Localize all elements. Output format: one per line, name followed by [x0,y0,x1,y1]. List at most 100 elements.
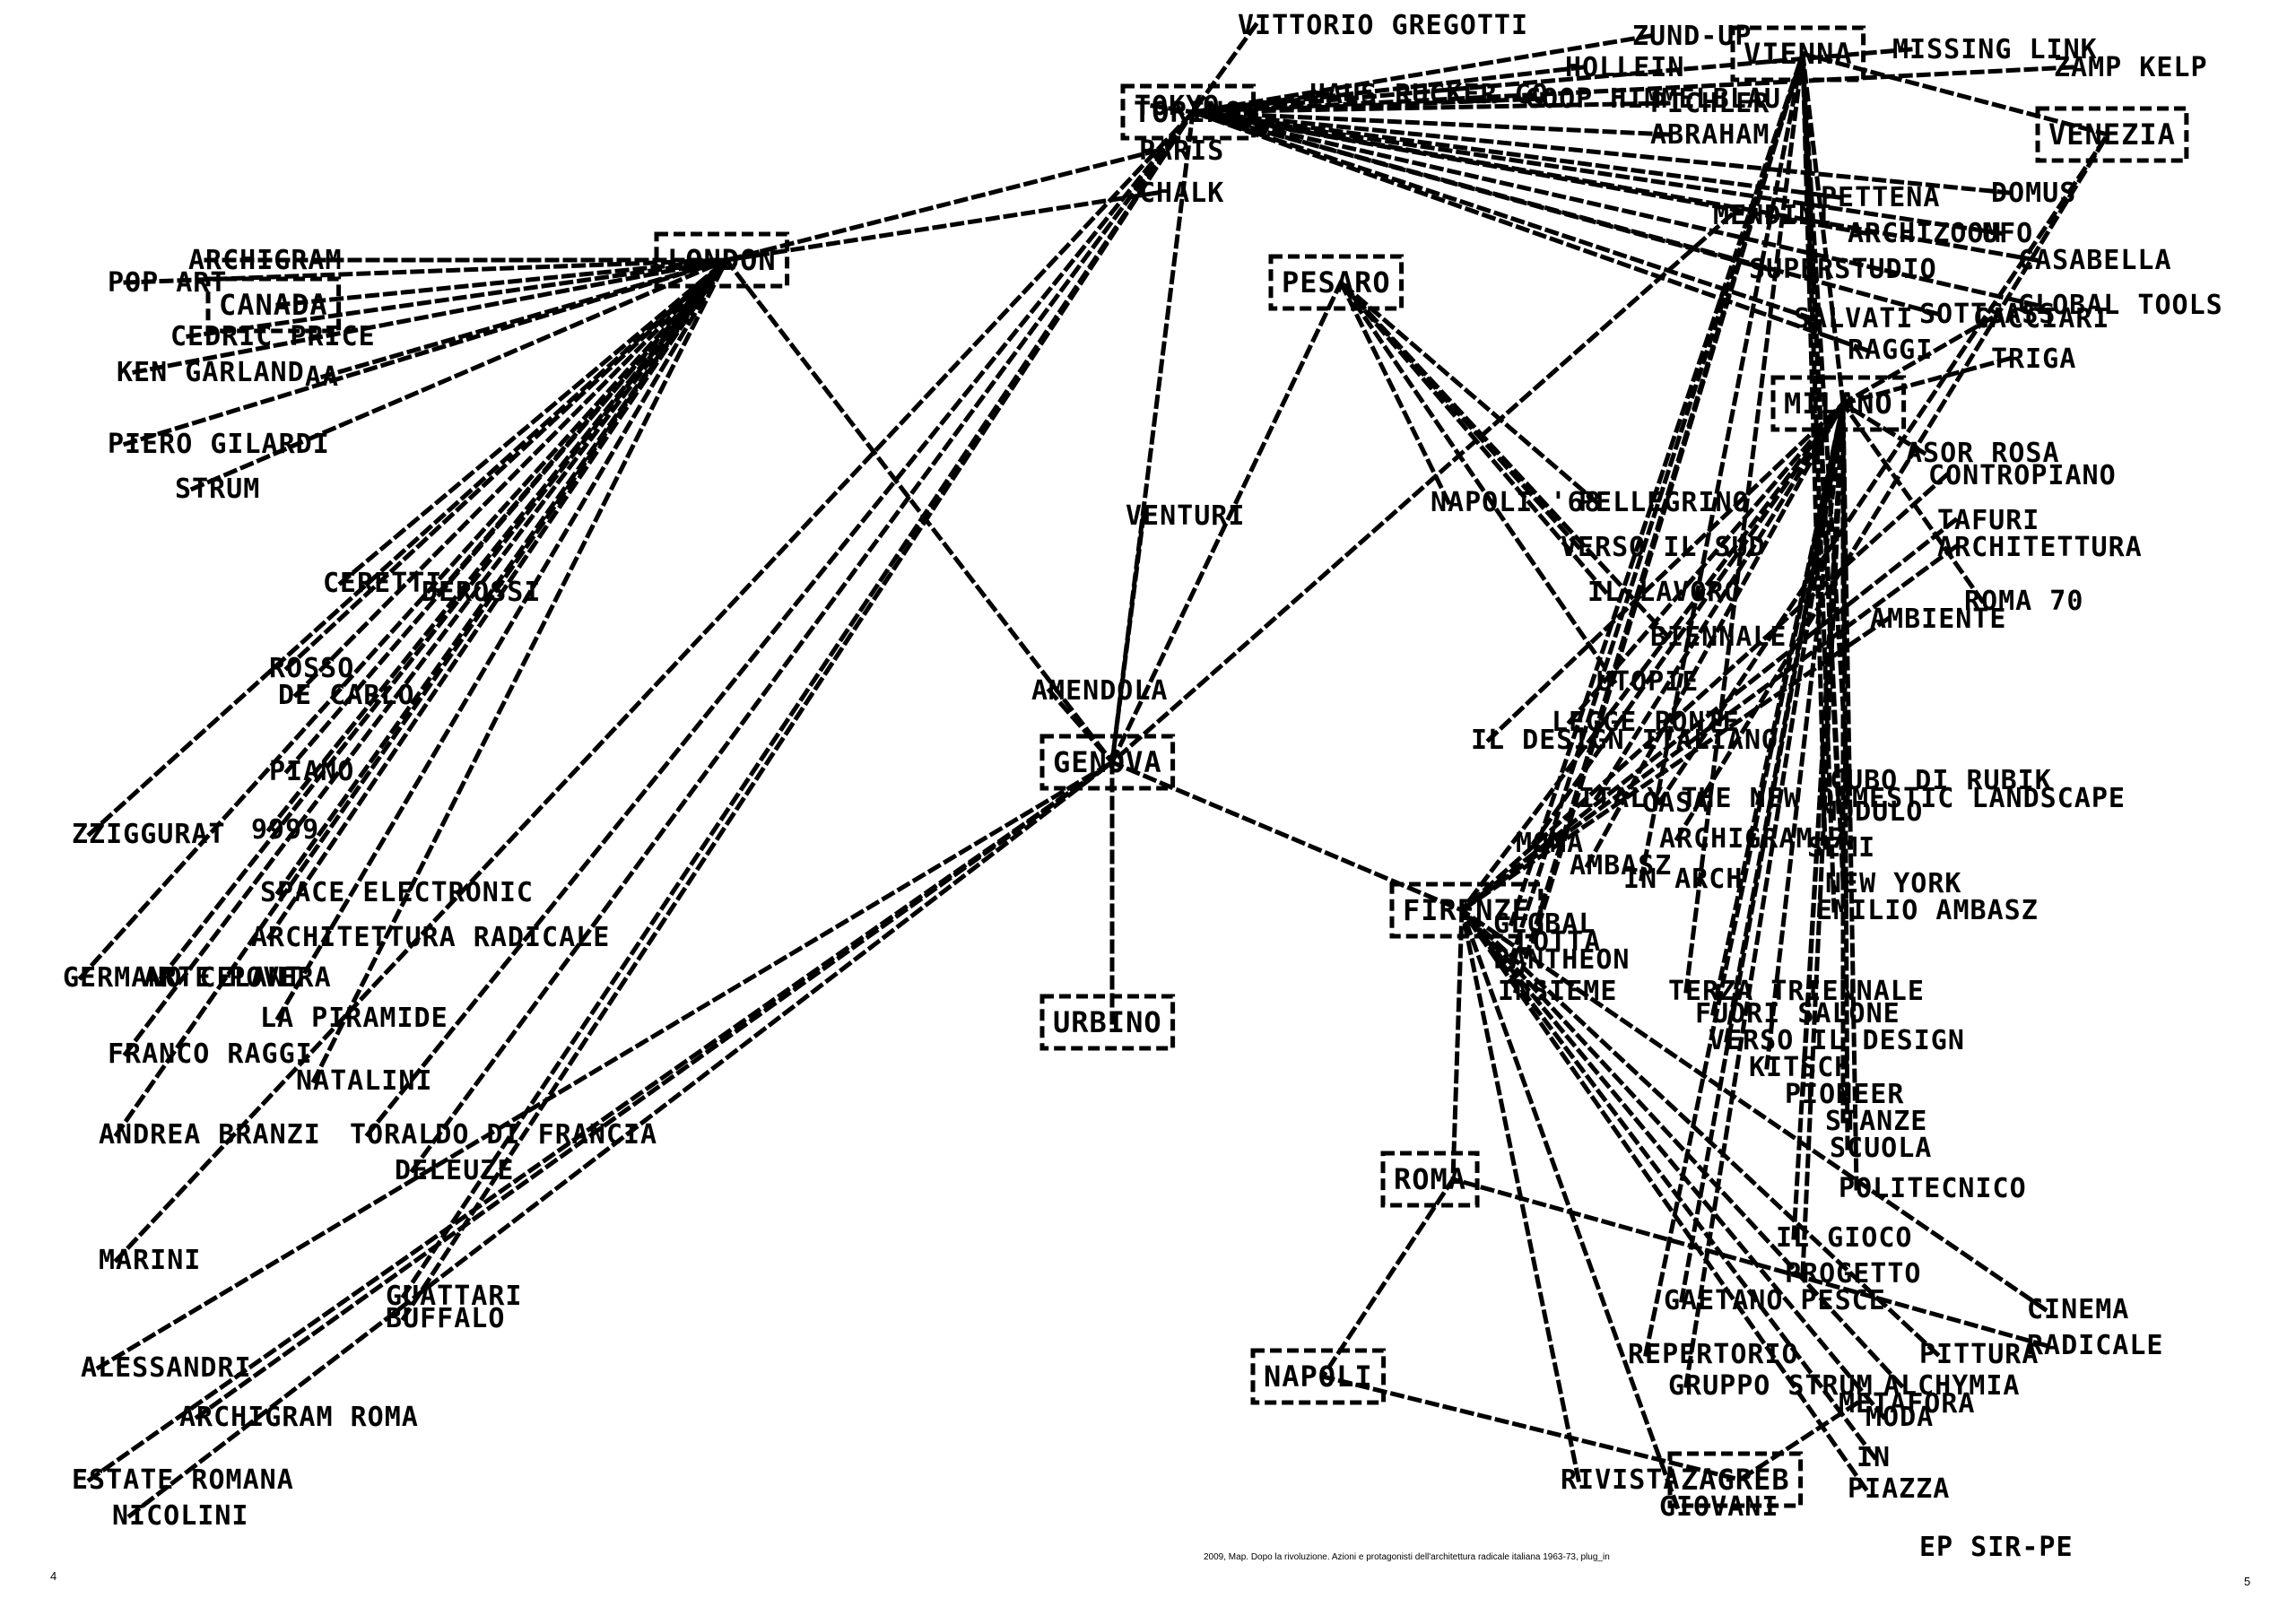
hub-label: CANADA [219,288,328,322]
connection-line [158,256,730,981]
node-n89: FUORI SALONE [1695,998,1900,1029]
connection-line [1508,50,1806,963]
hub-box [1730,25,1866,83]
connection-line [1150,103,1196,115]
trunk-line [1800,51,1846,406]
hub-label: NAPOLI [1264,1359,1373,1394]
connection-line [724,190,1160,263]
node-n28: AA [305,361,339,393]
trunk-line [275,257,729,308]
connection-line [337,256,730,586]
node-n47: DELEUZE [395,1155,514,1186]
node-n31: CERETTI [323,568,442,599]
node-n53: ESTATE ROMANA [72,1464,294,1496]
connection-line [86,759,1116,1483]
trunk-line [1109,279,1344,766]
connection-line [132,257,729,375]
node-n34: DE CARLO [278,680,415,711]
connection-line [1584,400,1847,869]
node-n29: PIERO GILARDI [108,429,330,460]
trunk-line [723,256,1116,766]
hub-box [1770,375,1907,432]
node-n90: VERSO IL DESIGN [1709,1025,1965,1056]
connection-line [122,256,730,447]
node-n14: UFO [1982,218,2033,249]
connection-line [723,147,1161,264]
hub-box [654,231,790,289]
connection-line [1337,279,1609,595]
hub-venezia: VENEZIA [2035,106,2189,163]
hub-roma: ROMA [1380,1151,1480,1208]
node-n07: HOLLEIN [1565,52,1684,83]
node-n15: SALVATI [1794,303,1913,334]
hub-london: LONDON [654,231,790,289]
connection-line [1839,400,1986,604]
trunk-line [1319,1176,1457,1380]
connection-line [1736,1400,1860,1483]
connection-line [1764,401,1846,1070]
hub-box [1120,83,1257,141]
hub-urbino: URBINO [1039,994,1176,1051]
node-n20: DOMUS [1991,178,2076,209]
node-n38: SPACE ELECTRONIC [260,877,534,908]
hub-napoli: NAPOLI [1250,1348,1387,1405]
node-n80: MODULO [1821,796,1923,828]
node-n66: TAFURI [1937,505,2039,536]
node-n45: NATALINI [296,1065,433,1097]
hub-box [1667,1451,1804,1508]
connection-line [1458,907,1905,1389]
node-n81: SEMI [1807,832,1875,864]
node-n16: RAGGI [1848,334,1933,366]
connection-line [1458,472,1950,914]
node-n39: ARCHITETTURA RADICALE [251,922,610,953]
connection-line [1337,279,1452,506]
node-n48: GUATTARI [386,1281,523,1312]
trunk-line [1109,759,1465,914]
node-n60: IL LAVORO [1587,577,1742,608]
node-n74: MOMA [1516,828,1584,859]
connection-line [1458,907,1869,1492]
connection-line [122,256,730,1057]
node-n103: IN [1857,1442,1891,1473]
hub-zagreb: ZAGREB [1667,1451,1804,1508]
hub-label: URBINO [1053,1005,1162,1039]
node-n27: KEN GARLAND [117,357,305,388]
connection-line [1458,907,2048,1313]
connection-line [292,256,730,699]
hub-label: ROMA [1394,1162,1466,1196]
node-n107: PITTURA [1919,1339,2039,1370]
hub-box [2035,106,2189,163]
node-n40: ARTE POVERA [144,962,332,994]
node-n19: GLOBAL TOOLS [2018,290,2223,321]
trunk-line [1319,1373,1744,1483]
node-n62: UTOPIE [1596,666,1699,698]
node-n68: CACCIARI [1973,303,2110,334]
connection-line [95,759,1116,1371]
hub-vienna: VIENNA [1730,25,1866,83]
hub-label: PESARO [1282,265,1391,300]
node-n72: IL DESIGN ITALIANO [1471,725,1779,756]
node-n87: INSIEME [1498,976,1617,1007]
node-n01: VITTORIO GREGOTTI [1238,10,1528,41]
connection-line [1190,33,1653,115]
node-n11: PETTENA [1821,182,1940,213]
node-n04: COOP HIMMELBLAU [1525,83,1781,115]
connection-line [1683,401,1846,1388]
node-n41: GERMANO CELANT [63,962,302,994]
node-n94: SCUOLA [1830,1133,1932,1164]
node-n92: PIONEER [1785,1079,1904,1110]
connection-line [86,256,730,838]
connection-line [77,256,730,981]
node-n55: AMENDOLA [1031,675,1169,707]
node-n75: AMBASZ [1570,850,1672,882]
node-n64: ARCHITETTURA [1937,532,2143,563]
node-n02: TOKYO [1135,91,1220,122]
signature: EP SIR-PE [1919,1532,2074,1563]
hub-pesaro: PESARO [1268,254,1405,311]
connection-line [113,109,1196,1264]
connection-line [1840,401,1850,1151]
node-n05: ABRAHAM [1650,119,1770,151]
node-n86: PANTHEON [1493,944,1631,976]
